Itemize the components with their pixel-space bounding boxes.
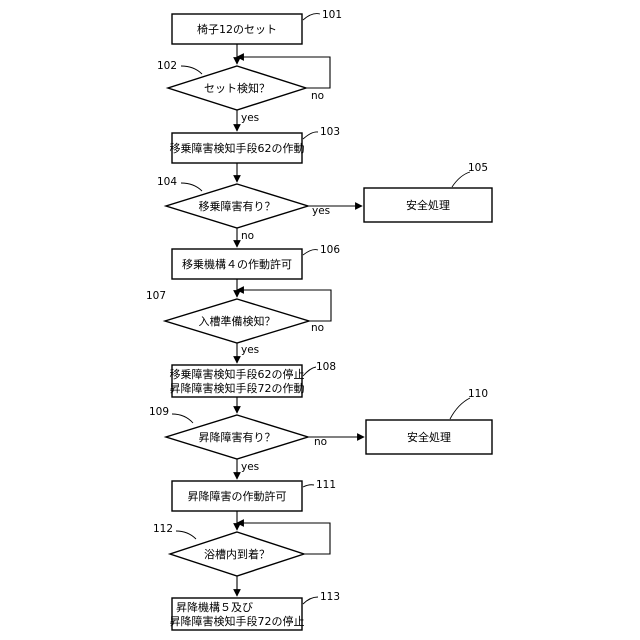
step-111: 昇降障害の作動許可 111 <box>172 479 336 511</box>
ref-number: 108 <box>316 361 336 373</box>
step-label: 安全処理 <box>407 430 451 444</box>
ref-leader <box>303 367 316 376</box>
branch-no-label: no <box>311 90 324 102</box>
step-105: 安全処理 105 <box>364 162 492 222</box>
ref-number: 101 <box>322 9 342 21</box>
branch-yes-label: yes <box>241 461 259 473</box>
step-label-line2: 昇降障害検知手段72の作動 <box>170 381 305 395</box>
ref-number: 107 <box>146 290 166 302</box>
ref-leader <box>452 172 470 187</box>
step-label: 浴槽内到着？ <box>204 547 270 561</box>
ref-number: 104 <box>157 176 177 188</box>
ref-leader <box>450 398 470 419</box>
ref-leader <box>176 531 196 539</box>
step-106: 移乗機構４の作動許可 106 <box>172 244 340 279</box>
step-label: 移乗障害有り？ <box>199 199 276 213</box>
step-label: セット検知？ <box>204 81 270 95</box>
ref-number: 113 <box>320 591 340 603</box>
ref-number: 109 <box>149 406 169 418</box>
step-label: 安全処理 <box>406 198 450 212</box>
ref-leader <box>303 132 318 139</box>
step-109: 昇降障害有り？ 109 no yes <box>149 406 364 473</box>
step-108: 移乗障害検知手段62の停止 昇降障害検知手段72の作動 108 <box>170 361 337 397</box>
step-112: 浴槽内到着？ 112 <box>153 523 330 576</box>
ref-leader <box>181 183 202 191</box>
ref-number: 106 <box>320 244 340 256</box>
ref-number: 105 <box>468 162 488 174</box>
step-label: 移乗障害検知手段62の作動 <box>170 141 305 155</box>
step-label-line1: 昇降機構５及び <box>176 600 253 614</box>
branch-yes-label: yes <box>241 112 259 124</box>
ref-number: 110 <box>468 388 488 400</box>
step-104: 移乗障害有り？ 104 yes no <box>157 176 362 242</box>
ref-leader <box>303 597 318 604</box>
step-label-line2: 昇降障害検知手段72の停止 <box>170 614 305 628</box>
step-102: セット検知？ 102 no yes <box>157 57 330 124</box>
ref-number: 111 <box>316 479 336 491</box>
ref-number: 112 <box>153 523 173 535</box>
ref-leader <box>303 485 314 487</box>
step-107: 入槽準備検知？ 107 no yes <box>146 290 331 356</box>
ref-leader <box>181 66 202 74</box>
branch-no-label: no <box>311 322 324 334</box>
step-103: 移乗障害検知手段62の作動 103 <box>170 126 341 163</box>
step-label: 椅子12のセット <box>197 22 277 36</box>
step-label: 移乗機構４の作動許可 <box>182 257 292 271</box>
branch-no-label: no <box>241 230 254 242</box>
branch-yes-label: yes <box>312 205 330 217</box>
ref-leader <box>303 250 318 255</box>
step-101: 椅子12のセット 101 <box>172 9 342 44</box>
branch-yes-label: yes <box>241 344 259 356</box>
step-110: 安全処理 110 <box>366 388 492 454</box>
step-113: 昇降機構５及び 昇降障害検知手段72の停止 113 <box>170 591 341 630</box>
ref-leader <box>172 414 193 423</box>
step-label: 昇降障害の作動許可 <box>188 489 287 503</box>
ref-leader <box>303 14 320 20</box>
ref-number: 103 <box>320 126 340 138</box>
ref-number: 102 <box>157 60 177 72</box>
step-label: 入槽準備検知？ <box>199 314 276 328</box>
step-label: 昇降障害有り？ <box>199 430 276 444</box>
step-label-line1: 移乗障害検知手段62の停止 <box>170 367 305 381</box>
branch-no-label: no <box>314 436 327 448</box>
